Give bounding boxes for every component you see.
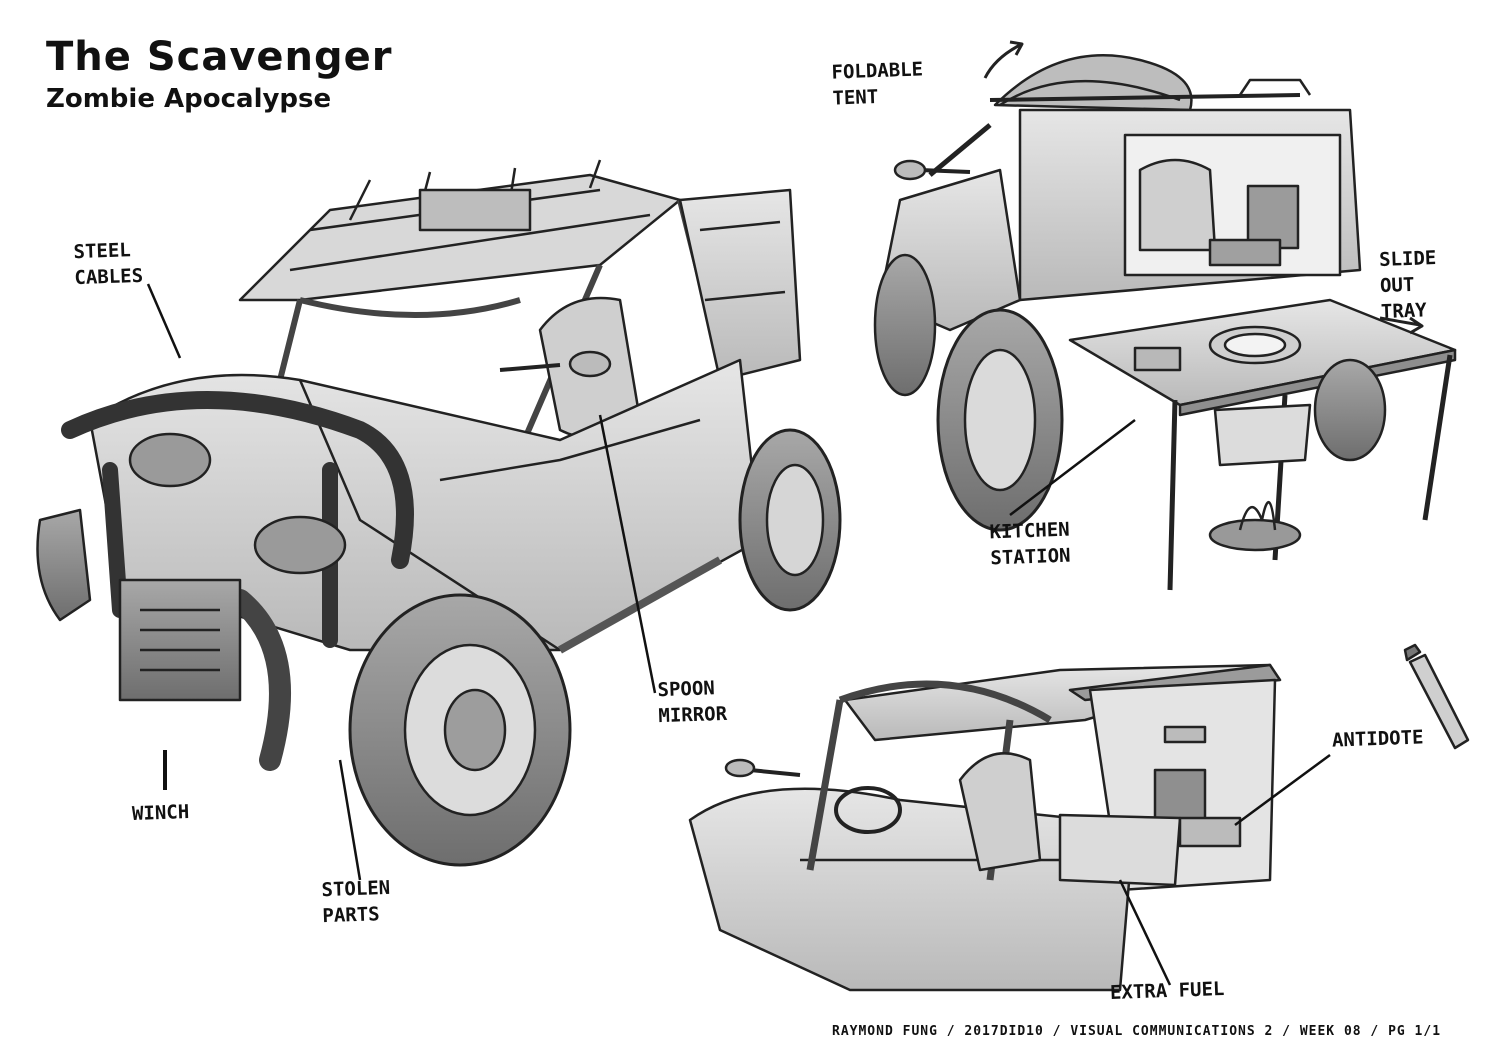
sheet-title: The Scavenger bbox=[46, 34, 393, 80]
label-stolen-parts: STOLEN PARTS bbox=[321, 876, 391, 928]
label-winch: WINCH bbox=[131, 801, 190, 825]
label-slide-out-tray: SLIDE OUT TRAY bbox=[1378, 247, 1437, 323]
kitchen-view-sketch bbox=[873, 40, 1457, 591]
label-kitchen-station: KITCHEN STATION bbox=[989, 518, 1071, 570]
label-steel-cables: STEEL CABLES bbox=[73, 239, 144, 290]
label-antidote: ANTIDOTE bbox=[1331, 726, 1424, 752]
cutaway-view-sketch bbox=[688, 643, 1470, 992]
artist-credit: RAYMOND FUNG / 2017DID10 / VISUAL COMMUN… bbox=[832, 1024, 1442, 1039]
label-extra-fuel: EXTRA FUEL bbox=[1109, 978, 1225, 1004]
label-spoon-mirror: SPOON MIRROR bbox=[657, 677, 728, 728]
leader-lines bbox=[146, 283, 1331, 986]
sheet-subtitle: Zombie Apocalypse bbox=[46, 84, 332, 114]
main-vehicle-sketch bbox=[36, 159, 842, 867]
label-foldable-tent: FOLDABLE TENT bbox=[831, 58, 924, 110]
